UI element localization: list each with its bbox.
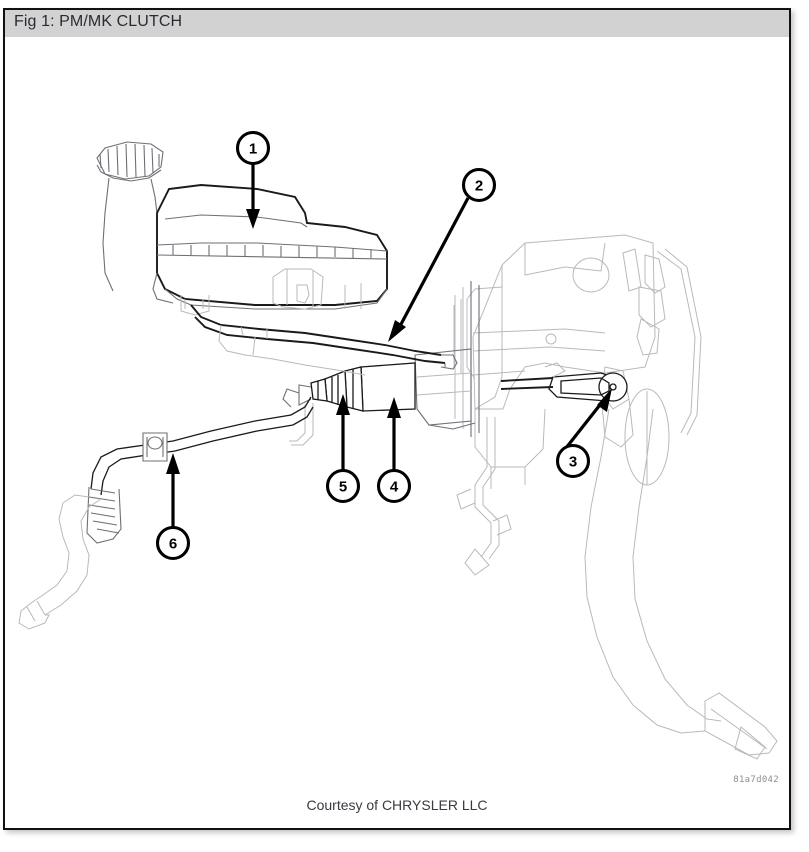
callout-5-circle [325,468,361,504]
callout-2-circle [461,167,497,203]
master-cylinder-group [282,348,476,446]
fluid-reservoir-group [96,141,388,316]
pedal-arm-group [584,388,778,760]
callout-6-label: 6 [169,536,177,553]
callout-1-circle [235,130,271,166]
callout-4-label: 4 [390,479,399,496]
callout-5-label: 5 [339,479,347,496]
callout-2[interactable]: 2 [388,167,497,343]
callout-6-circle [155,525,191,561]
push-rod-group [500,362,628,402]
figure-caption: Courtesy of CHRYSLER LLC [306,797,488,813]
callout-3[interactable]: 3 [555,388,613,479]
figure-titlebar: Fig 1: PM/MK CLUTCH [5,10,789,37]
callout-6[interactable]: 6 [155,453,191,561]
figure-title: Fig 1: PM/MK CLUTCH [14,13,183,30]
firewall-flange-group [454,281,512,576]
callout-2-label: 2 [475,178,483,195]
figure-frame: Fig 1: PM/MK CLUTCH [3,8,791,830]
callout-3-circle [555,443,591,479]
top-margin-strip [0,0,809,8]
callout-3-label: 3 [569,454,577,471]
callout-5[interactable]: 5 [325,394,361,504]
callout-4-circle [376,468,412,504]
clutch-assembly-drawing: 1 2 3 [18,130,778,760]
hydraulic-line-group [18,396,314,630]
callout-1-label: 1 [249,141,257,158]
diagram-canvas: 1 2 3 [5,37,789,828]
supply-hose-group [190,304,458,376]
callout-1[interactable]: 1 [235,130,271,230]
callout-4[interactable]: 4 [376,397,412,504]
part-code-label: 81a7d042 [733,775,779,785]
